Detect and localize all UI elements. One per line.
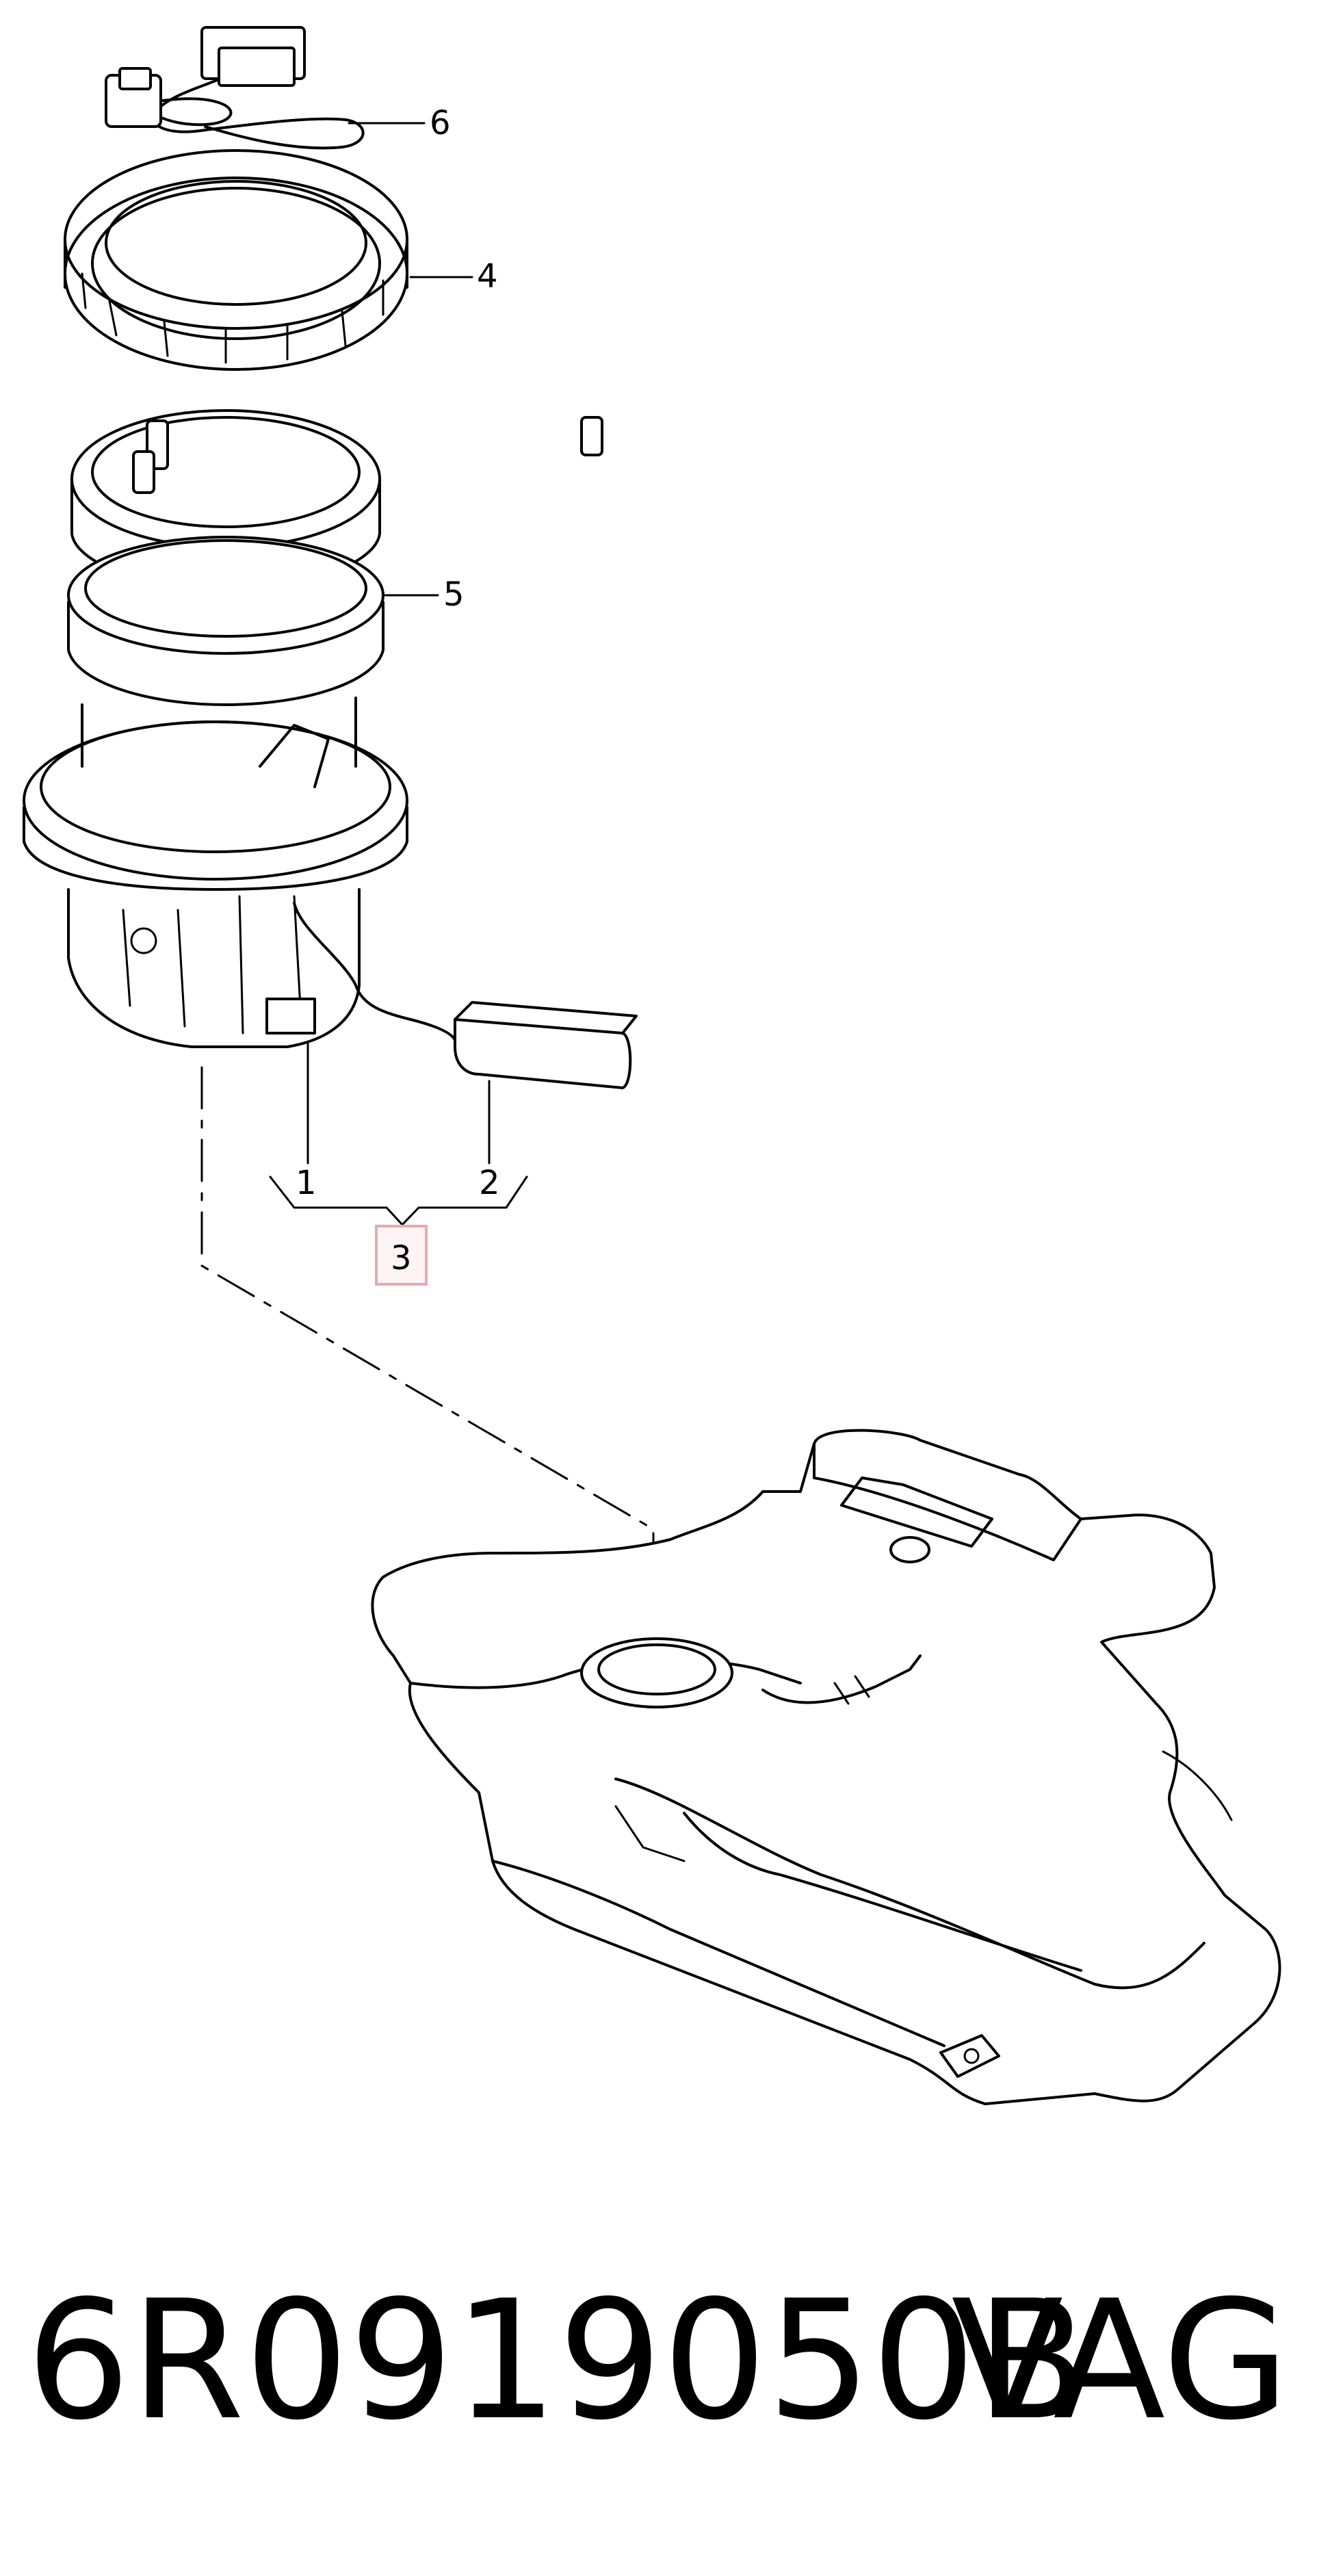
callout-1: 1: [296, 1164, 317, 1202]
callout-5: 5: [443, 575, 465, 614]
fuel-sender-unit-part: [23, 409, 603, 1048]
part-number-label: 6R0919050B: [26, 2265, 1088, 2456]
fuel-tank: [371, 1429, 1281, 2105]
level-sender-float-part: [454, 1001, 638, 1089]
callout-3-highlight: [375, 1225, 428, 1286]
callout-4: 4: [477, 257, 498, 296]
callout-2: 2: [479, 1164, 500, 1202]
brand-label: VAG: [951, 2265, 1290, 2456]
alignment-line: [200, 1066, 655, 1664]
locking-ring-part: [64, 149, 473, 371]
callout-3: 3: [391, 1239, 412, 1277]
callout-6: 6: [430, 104, 451, 142]
wiring-harness-part: [105, 26, 426, 150]
